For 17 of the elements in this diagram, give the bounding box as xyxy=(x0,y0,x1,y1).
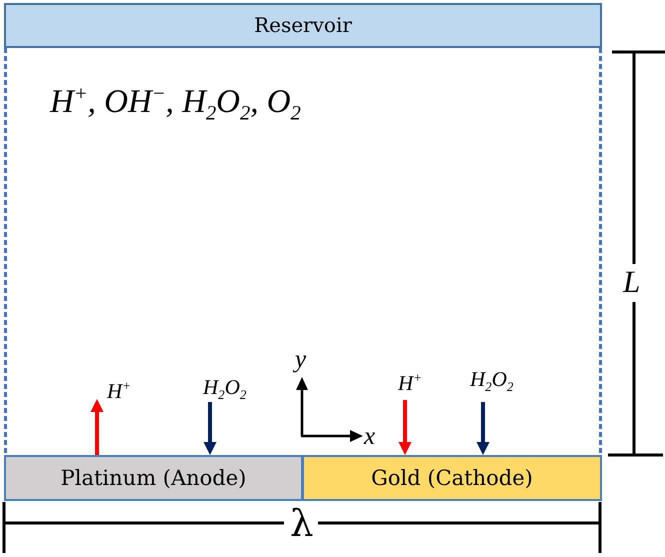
edge-label: H$_{2}$O$_{2}$ xyxy=(470,369,514,390)
dimension-label: L xyxy=(623,266,640,297)
flux-arrow xyxy=(476,402,490,455)
electrode-box: Gold (Cathode) xyxy=(302,455,602,501)
axis-label: y xyxy=(295,347,306,372)
flux-arrow xyxy=(204,402,216,455)
species-list: H$^{+}$, OH$^{−}$, H$_{2}$O$_{2}$, O$_{2}$ xyxy=(50,86,301,119)
axis-label: x xyxy=(364,424,376,449)
edge-label: H$^{+}$ xyxy=(107,381,131,402)
electrode-box: Platinum (Anode) xyxy=(4,455,303,501)
edge-label: H$_{2}$O$_{2}$ xyxy=(203,377,246,398)
flux-arrow xyxy=(90,399,104,455)
flux-arrow xyxy=(398,400,412,455)
edge-label: H$^{+}$ xyxy=(398,373,422,394)
domain-region xyxy=(4,48,602,455)
dimension-label: λ xyxy=(290,505,314,542)
reservoir-box: Reservoir xyxy=(4,3,602,48)
